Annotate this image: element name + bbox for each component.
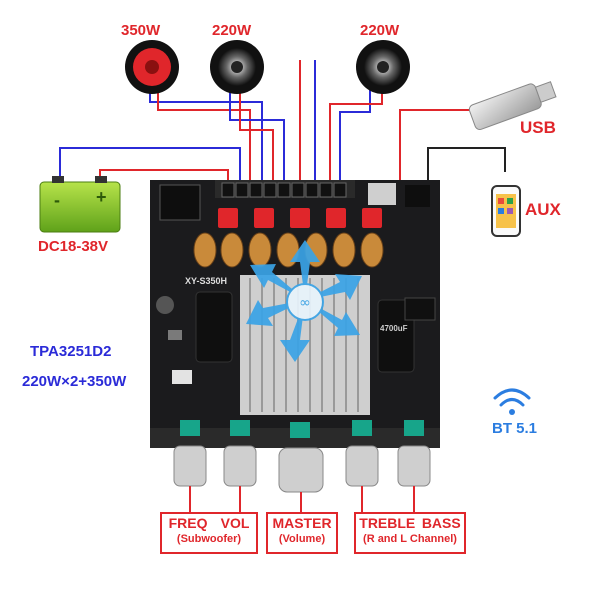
io-wires (399, 109, 506, 183)
treble-caption: (R and L Channel) (363, 533, 457, 545)
right-speaker-icon (356, 40, 410, 94)
usb-stick-icon (468, 81, 557, 130)
vol-knob[interactable] (223, 445, 257, 487)
chip-model-label: TPA3251D2 (30, 343, 112, 360)
right-power-label: 220W (360, 22, 400, 39)
speaker-wires (149, 60, 383, 183)
bass-label: BASS (421, 515, 461, 531)
aux-label: AUX (525, 200, 561, 219)
master-caption: (Volume) (278, 533, 326, 545)
svg-text:∞: ∞ (299, 295, 311, 311)
usb-label: USB (520, 118, 556, 137)
speaker-terminals (221, 182, 347, 198)
vol-label: VOL (220, 515, 250, 531)
board-small-parts (156, 296, 192, 384)
dc-voltage-label: DC18-38V (38, 238, 109, 255)
power-wires (59, 147, 241, 185)
inductors (193, 232, 384, 268)
film-capacitors (218, 208, 382, 228)
phone-icon (491, 185, 521, 237)
subwoofer-speaker-icon (125, 40, 179, 94)
treble-knob[interactable] (345, 445, 379, 487)
left-power-label: 220W (212, 22, 252, 39)
subwoofer-power-label: 350W (121, 22, 161, 39)
knob-panel (150, 420, 440, 448)
capacitor-label: 4700uF (380, 324, 408, 333)
battery-minus: - (54, 190, 60, 210)
freq-vol-caption-box: FREQ VOL (Subwoofer) (160, 512, 258, 554)
master-label: MASTER (272, 515, 332, 531)
freq-knob[interactable] (173, 445, 207, 487)
bluetooth-wifi-icon (493, 388, 531, 415)
master-knob[interactable] (278, 447, 324, 493)
treble-label: TREBLE (359, 515, 416, 531)
subwoofer-caption: (Subwoofer) (176, 533, 242, 545)
left-speaker-icon (210, 40, 264, 94)
knob-leader-lines (189, 486, 415, 512)
fan-icon: ∞ (246, 240, 362, 362)
bass-knob[interactable] (397, 445, 431, 487)
bluetooth-label: BT 5.1 (492, 420, 538, 437)
master-caption-box: MASTER (Volume) (266, 512, 338, 554)
electrolytic-capacitors (195, 291, 436, 373)
battery-plus: + (96, 187, 107, 207)
chip-power-label: 220W×2+350W (22, 373, 127, 390)
battery-icon (39, 176, 121, 233)
treble-bass-caption-box: TREBLE BASS (R and L Channel) (354, 512, 466, 554)
freq-label: FREQ (168, 515, 208, 531)
board-model-label: XY-S350H (185, 276, 228, 286)
